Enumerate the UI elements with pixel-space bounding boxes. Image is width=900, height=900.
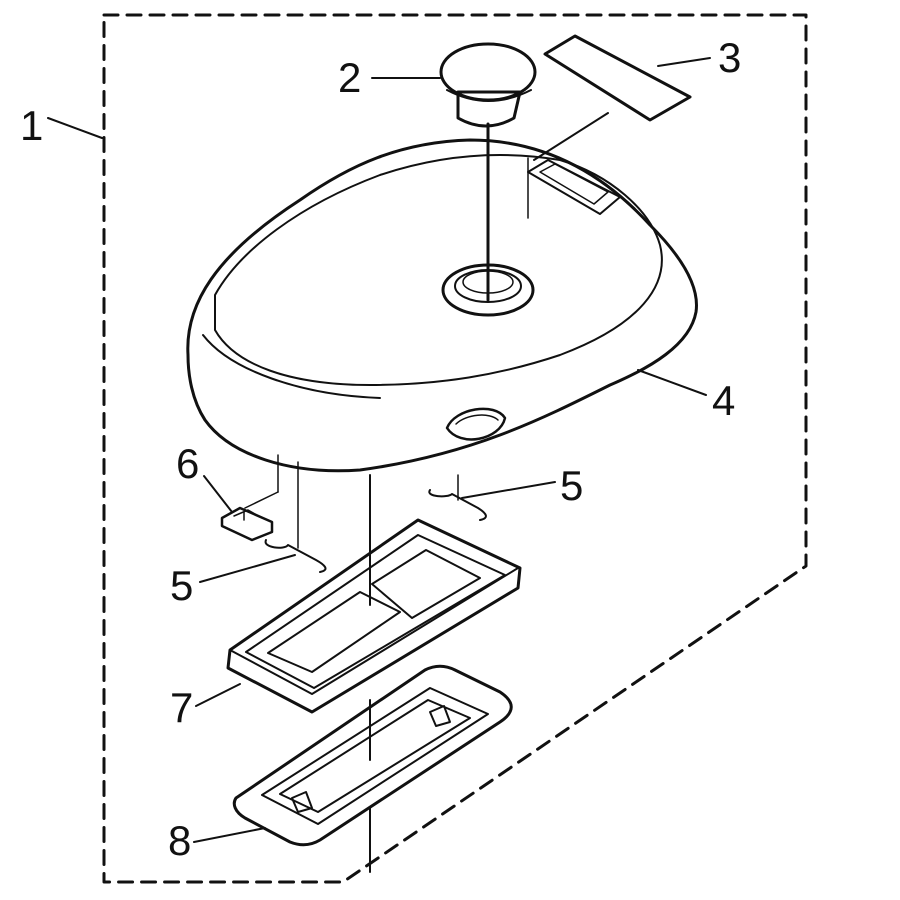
callout-6: 6: [176, 440, 199, 487]
callout-7: 7: [170, 684, 193, 731]
callout-4: 4: [712, 377, 735, 424]
callout-2: 2: [338, 54, 361, 101]
callout-5-right: 5: [560, 462, 583, 509]
base-plate: [232, 664, 513, 847]
callout-3: 3: [718, 34, 741, 81]
label-sticker: [543, 34, 692, 122]
leader-lines: [47, 57, 711, 843]
bracket: [220, 506, 274, 542]
callout-1: 1: [20, 102, 43, 149]
callout-8: 8: [168, 817, 191, 864]
clip-right: [428, 489, 487, 521]
assembly-lines: [244, 122, 529, 873]
fuel-tank: [186, 138, 699, 473]
assembly-boundary: [102, 13, 808, 884]
callout-5-left: 5: [170, 562, 193, 609]
gasket: [226, 518, 522, 714]
fuel-cap: [439, 42, 537, 128]
clip-left: [264, 539, 327, 573]
